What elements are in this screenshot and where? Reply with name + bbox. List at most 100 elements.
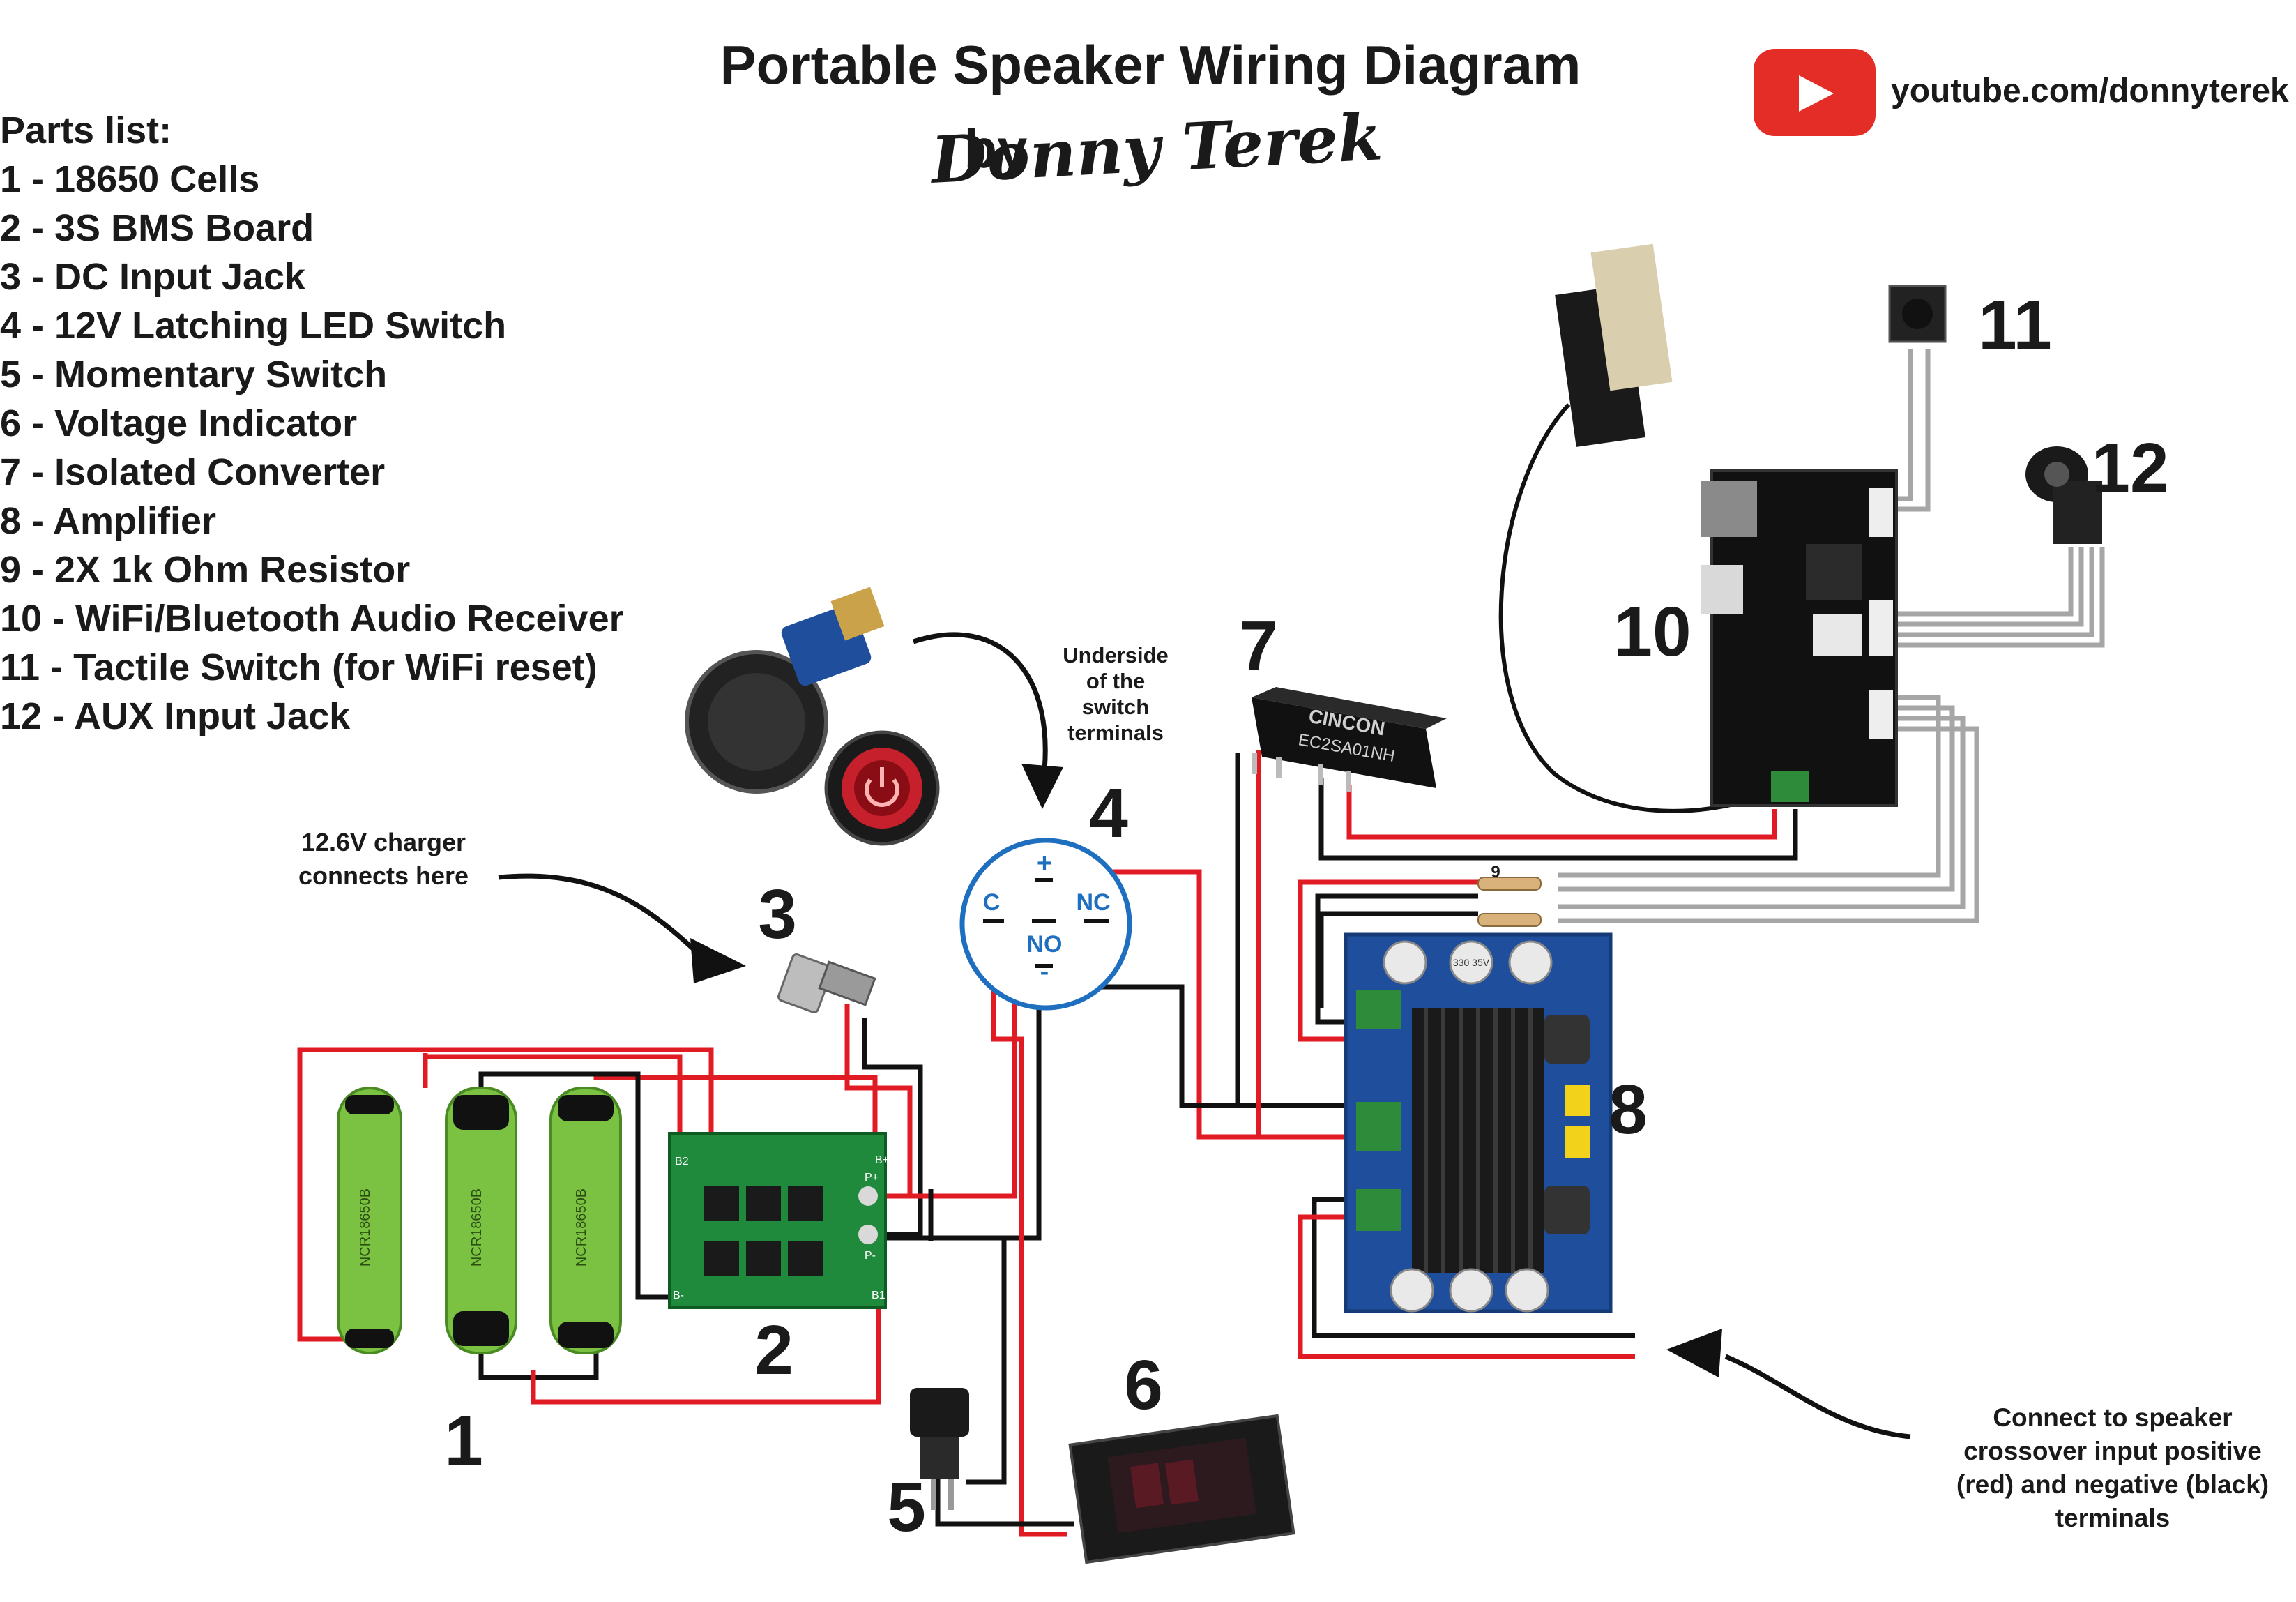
label-number-6: 6 [1124, 1346, 1163, 1424]
speaker-note-line1: Connect to speaker [1993, 1403, 2232, 1432]
speaker-arrow [1724, 1354, 1911, 1439]
label-number-3: 3 [758, 875, 797, 953]
antenna-cable [1498, 402, 1765, 813]
svg-text:Donny Terek: Donny Terek [927, 99, 1384, 198]
wire-speaker-pos [1298, 1214, 1635, 1359]
switch-terminal-diagram: + C NC NO - [959, 838, 1132, 1011]
wire-switch-minus-amp [1039, 984, 1356, 1108]
parts-list-item: 6 - Voltage Indicator [0, 402, 357, 444]
wire-speaker-neg [1312, 1197, 1635, 1338]
byline: by [964, 118, 1027, 179]
resistors [1477, 877, 1542, 927]
wire-converter-out-pos [1346, 785, 1777, 840]
parts-list-item: 9 - 2X 1k Ohm Resistor [0, 549, 410, 591]
voltage-indicator [1068, 1414, 1295, 1564]
parts-list-item: 4 - 12V Latching LED Switch [0, 305, 506, 347]
latching-led-switch-photo [685, 587, 940, 846]
terminal-nc-label: NC [1076, 889, 1110, 916]
parts-list-item: 5 - Momentary Switch [0, 354, 387, 395]
wire-indicator-neg [935, 1461, 1074, 1527]
wire-converter-out-neg [1318, 778, 1798, 861]
wire-aux-2 [1883, 547, 2084, 627]
charger-arrowhead [690, 938, 746, 983]
parts-list-item: 11 - Tactile Switch (for WiFi reset) [0, 647, 598, 688]
battery-cell: NCR18650B [549, 1087, 622, 1354]
wire-aux-3 [1883, 547, 2094, 637]
terminal-minus-label: - [1040, 957, 1049, 986]
underside-note-line3: switch [1082, 695, 1149, 719]
speaker-arrowhead [1666, 1329, 1722, 1377]
wire-switch-c [991, 928, 1067, 1537]
label-number-11: 11 [1978, 286, 2052, 364]
terminal-c-label: C [983, 889, 1001, 916]
wire-b2 [424, 1054, 683, 1133]
bms-bplus-label: B+ [875, 1154, 889, 1166]
label-number-12: 12 [2091, 429, 2168, 507]
wire-pminus [882, 987, 1042, 1241]
label-number-4: 4 [1089, 774, 1128, 852]
wire-b1 [531, 1301, 881, 1405]
label-number-9: 9 [1491, 863, 1500, 882]
bms-pplus-label: P+ [865, 1172, 879, 1184]
wire-aux-1 [1883, 547, 2074, 617]
underside-note-line1: Underside [1063, 643, 1169, 667]
switch-arrowhead [1021, 764, 1063, 809]
amplifier-board: 330 35V [1344, 932, 1613, 1313]
speaker-note-line4: terminals [2055, 1504, 2170, 1532]
wires [297, 349, 2105, 1537]
wire-audio-signal-3 [1558, 716, 1966, 909]
underside-note-line2: of the [1086, 669, 1145, 693]
wire-audio-signal-2 [1558, 705, 1955, 892]
speaker-note-line3: (red) and negative (black) [1956, 1470, 2269, 1499]
wire-aux-4 [1883, 547, 2105, 648]
bms-b1-label: B1 [872, 1290, 885, 1301]
speaker-note-line2: crossover input positive [1963, 1437, 2262, 1465]
battery-cell: NCR18650B [337, 1087, 402, 1354]
charger-note-line2: connects here [298, 861, 469, 890]
switch-arrow [912, 632, 1048, 789]
cell-label: NCR18650B [358, 1188, 373, 1267]
parts-list-item: 12 - AUX Input Jack [0, 695, 351, 737]
parts-list-item: 8 - Amplifier [0, 500, 216, 542]
wire-audio-signal-4 [1558, 726, 1979, 923]
wire-bminus [478, 1071, 680, 1300]
momentary-switch [910, 1388, 969, 1510]
cell-label: NCR18650B [469, 1188, 485, 1267]
dc-input-jack [777, 953, 876, 1013]
wire-amp-input-ground-2 [1318, 911, 1478, 1008]
terminal-no-label: NO [1027, 931, 1063, 958]
author-signature: Donny Terek [927, 99, 1384, 198]
terminal-plus-label: + [1037, 849, 1052, 878]
battery-cell: NCR18650B [445, 1087, 517, 1354]
audio-receiver-board [1701, 469, 1898, 807]
isolated-converter: CINCON EC2SA01NH [1252, 687, 1447, 792]
cell-label: NCR18650B [574, 1188, 589, 1267]
bms-pminus-label: P- [865, 1250, 876, 1262]
label-number-2: 2 [754, 1311, 793, 1389]
parts-list-item: 3 - DC Input Jack [0, 256, 306, 298]
parts-list-item: 7 - Isolated Converter [0, 451, 385, 493]
youtube-url: youtube.com/donnyterek [1891, 73, 2289, 109]
wire-dc-jack-neg [862, 1018, 923, 1237]
parts-list: Parts list: 1 - 18650 Cells 2 - 3S BMS B… [0, 109, 624, 737]
underside-note-line4: terminals [1067, 720, 1164, 745]
youtube-badge[interactable]: youtube.com/donnyterek [1754, 49, 2289, 136]
label-number-8: 8 [1609, 1071, 1648, 1149]
wire-amp-input-ground [1315, 893, 1478, 1025]
wire-amp-input-left [1298, 879, 1478, 1042]
parts-list-item: 10 - WiFi/Bluetooth Audio Receiver [0, 598, 624, 640]
tactile-switch [1888, 285, 1947, 343]
capacitor-label: 330 35V [1453, 957, 1490, 968]
parts-list-item: 2 - 3S BMS Board [0, 207, 314, 249]
wire-momentary-neg [966, 1238, 1007, 1485]
battery-cells: NCR18650B NCR18650B NCR18650B [337, 1087, 622, 1354]
aux-input-jack [2025, 446, 2102, 544]
bms-bminus-label: B- [673, 1290, 684, 1301]
parts-list-item: 1 - 18650 Cells [0, 158, 259, 200]
label-number-10: 10 [1613, 593, 1691, 671]
diagram-title: Portable Speaker Wiring Diagram [720, 34, 1581, 96]
charger-note-line1: 12.6V charger [301, 828, 466, 856]
charger-arrow [498, 873, 706, 961]
